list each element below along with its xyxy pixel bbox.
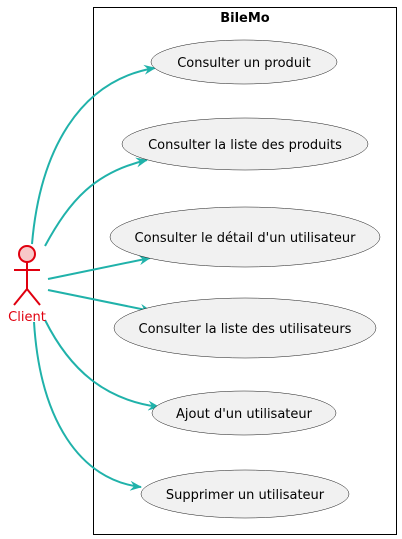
use-case-ellipse	[113, 297, 377, 359]
actor-head	[18, 245, 36, 263]
use-case-supprimer-un-utilisateur: Supprimer un utilisateur	[140, 469, 350, 519]
use-case-label: Consulter un produit	[177, 56, 311, 71]
actor-leg-left	[13, 288, 28, 306]
association-arrow-ajout-d-un-utilisateur	[44, 319, 160, 411]
association-arrow-consulter-la-liste-des-utilisateurs	[47, 289, 152, 314]
use-case-ajout-d-un-utilisateur: Ajout d'un utilisateur	[151, 390, 337, 436]
use-case-ellipse	[121, 117, 369, 171]
use-case-ellipse	[140, 469, 350, 519]
system-title: BileMo	[220, 11, 270, 26]
use-case-consulter-la-liste-des-produits: Consulter la liste des produits	[121, 117, 369, 171]
actor-label: Client	[8, 310, 46, 325]
use-case-consulter-un-produit: Consulter un produit	[150, 39, 338, 85]
use-case-consulter-la-liste-des-utilisateurs: Consulter la liste des utilisateurs	[113, 297, 377, 359]
association-arrow-consulter-la-liste-des-produits	[44, 157, 148, 247]
associations	[31, 64, 160, 491]
system-boundary	[93, 7, 397, 535]
use-case-ellipse	[151, 390, 337, 436]
actor-leg-right	[26, 288, 41, 306]
use-case-ellipse	[150, 39, 338, 85]
association-arrow-consulter-un-produit	[31, 64, 156, 245]
actor-client: Client	[8, 245, 46, 325]
use-case-label: Consulter le détail d'un utilisateur	[135, 231, 357, 246]
use-case-consulter-le-d-tail-d-un-utilisateur: Consulter le détail d'un utilisateur	[109, 206, 381, 268]
use-case-ellipse	[109, 206, 381, 268]
association-arrow-supprimer-un-utilisateur	[33, 321, 142, 491]
association-arrow-consulter-le-d-tail-d-un-utilisateur	[47, 255, 151, 280]
use-case-label: Ajout d'un utilisateur	[176, 407, 313, 422]
use-case-label: Consulter la liste des produits	[148, 138, 342, 153]
use-case-label: Supprimer un utilisateur	[166, 488, 325, 503]
use-case-label: Consulter la liste des utilisateurs	[139, 322, 352, 337]
